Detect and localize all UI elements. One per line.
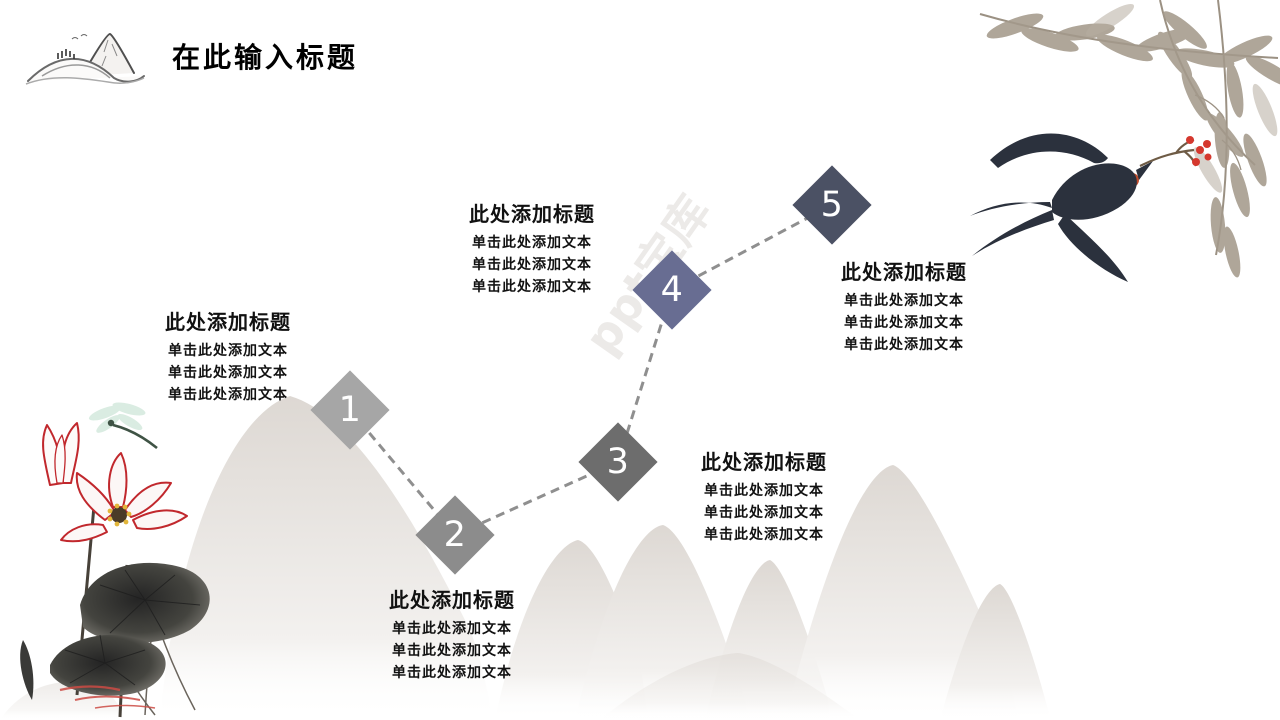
step-heading-2[interactable]: 此处添加标题 xyxy=(389,590,515,612)
mountain-silhouette-background xyxy=(0,396,1050,720)
step-heading-3[interactable]: 此处添加标题 xyxy=(701,452,827,474)
step-body-line[interactable]: 单击此处添加文本 xyxy=(472,258,592,273)
dragonfly xyxy=(88,402,158,450)
step-heading-4[interactable]: 此处添加标题 xyxy=(469,204,595,226)
ink-mountain-icon xyxy=(25,32,145,85)
step-textblock-4[interactable]: 此处添加标题 单击此处添加文本 单击此处添加文本 单击此处添加文本 xyxy=(434,198,630,299)
step-body-line[interactable]: 单击此处添加文本 xyxy=(168,388,288,403)
step-body-line[interactable]: 单击此处添加文本 xyxy=(168,344,288,359)
step-body-line[interactable]: 单击此处添加文本 xyxy=(472,236,592,251)
step-body-line[interactable]: 单击此处添加文本 xyxy=(704,484,824,499)
lotus-with-dragonfly-illustration xyxy=(20,402,210,718)
step-body-line[interactable]: 单击此处添加文本 xyxy=(844,294,964,309)
step-body-line[interactable]: 单击此处添加文本 xyxy=(844,316,964,331)
step-body-line[interactable]: 单击此处添加文本 xyxy=(704,528,824,543)
step-heading-5[interactable]: 此处添加标题 xyxy=(841,262,967,284)
step-body-line[interactable]: 单击此处添加文本 xyxy=(844,338,964,353)
step-body-line[interactable]: 单击此处添加文本 xyxy=(392,622,512,637)
step-body-line[interactable]: 单击此处添加文本 xyxy=(472,280,592,295)
step-body-line[interactable]: 单击此处添加文本 xyxy=(392,666,512,681)
step-textblock-1[interactable]: 此处添加标题 单击此处添加文本 单击此处添加文本 单击此处添加文本 xyxy=(130,306,326,407)
swallow-bird xyxy=(970,133,1153,282)
step-textblock-3[interactable]: 此处添加标题 单击此处添加文本 单击此处添加文本 单击此处添加文本 xyxy=(666,446,862,547)
step-body-line[interactable]: 单击此处添加文本 xyxy=(392,644,512,659)
step-number-5: 5 xyxy=(820,184,844,225)
step-number-3: 3 xyxy=(606,441,630,482)
step-heading-1[interactable]: 此处添加标题 xyxy=(165,312,291,334)
berry-twig xyxy=(1139,136,1212,167)
slide-title[interactable]: 在此输入标题 xyxy=(172,43,359,74)
step-number-2: 2 xyxy=(443,514,467,555)
step-textblock-2[interactable]: 此处添加标题 单击此处添加文本 单击此处添加文本 单击此处添加文本 xyxy=(354,584,550,685)
step-textblock-5[interactable]: 此处添加标题 单击此处添加文本 单击此处添加文本 单击此处添加文本 xyxy=(806,256,1002,357)
step-body-line[interactable]: 单击此处添加文本 xyxy=(704,506,824,521)
step-number-1: 1 xyxy=(338,389,362,430)
swallow-with-bamboo-illustration xyxy=(970,0,1280,282)
step-body-line[interactable]: 单击此处添加文本 xyxy=(168,366,288,381)
step-number-4: 4 xyxy=(660,269,684,310)
